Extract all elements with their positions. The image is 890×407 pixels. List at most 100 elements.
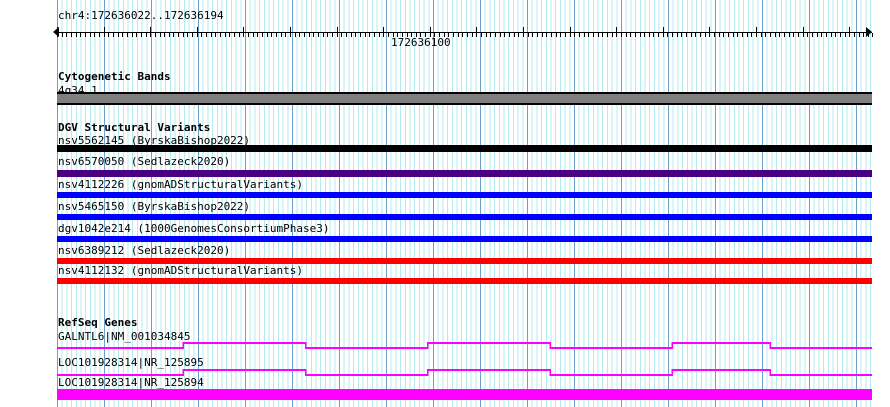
ruler-tick-minor [118, 33, 119, 37]
ruler-tick-minor [346, 33, 347, 37]
feature-label[interactable]: nsv5465150 (ByrskaBishop2022) [58, 200, 251, 213]
coordinate-ruler[interactable]: chr4:172636022..172636194 172636100 [0, 0, 890, 56]
ruler-tick-label: 172636100 [391, 36, 451, 49]
variant-bar[interactable] [57, 145, 872, 152]
ruler-tick-minor [113, 33, 114, 37]
gene-structure-line[interactable] [57, 339, 872, 353]
ruler-tick-minor [192, 33, 193, 37]
ruler-tick-minor [323, 33, 324, 37]
ruler-tick-minor [537, 33, 538, 37]
ruler-tick-minor [360, 33, 361, 37]
ruler-tick-minor [621, 33, 622, 37]
ruler-tick-minor [136, 33, 137, 37]
ruler-tick-minor [579, 33, 580, 37]
ruler-tick-minor [532, 33, 533, 37]
ruler-tick-minor [393, 33, 394, 37]
ruler-tick-minor [765, 33, 766, 37]
ruler-tick-minor [719, 33, 720, 37]
arrow-right-icon[interactable] [866, 27, 872, 37]
feature-label[interactable]: nsv6570050 (Sedlazeck2020) [58, 155, 231, 168]
ruler-tick-minor [369, 33, 370, 37]
ruler-tick-major [523, 27, 524, 33]
ruler-tick-minor [183, 33, 184, 37]
ruler-tick-minor [383, 33, 384, 37]
ruler-tick-minor [80, 33, 81, 37]
ruler-tick-minor [374, 33, 375, 37]
arrow-left-icon[interactable] [53, 27, 59, 37]
variant-bar[interactable] [57, 192, 872, 198]
feature-label[interactable]: LOC101928314|NR_125895 [58, 356, 204, 369]
ruler-tick-major [290, 27, 291, 33]
ruler-tick-minor [220, 33, 221, 37]
ruler-tick-minor [663, 33, 664, 37]
ruler-tick-minor [658, 33, 659, 37]
ruler-tick-major [476, 27, 477, 33]
ruler-tick-minor [444, 33, 445, 37]
ruler-tick-minor [602, 33, 603, 37]
ruler-tick-minor [243, 33, 244, 37]
ruler-tick-minor [761, 33, 762, 37]
ruler-tick-minor [612, 33, 613, 37]
ruler-tick-minor [598, 33, 599, 37]
ruler-tick-minor [365, 33, 366, 37]
ruler-tick-major [803, 27, 804, 33]
ruler-tick-minor [728, 33, 729, 37]
ruler-tick-minor [546, 33, 547, 37]
ruler-tick-minor [770, 33, 771, 37]
ruler-tick-minor [868, 33, 869, 37]
gene-structure-line[interactable] [57, 366, 872, 380]
ruler-tick-minor [472, 33, 473, 37]
track-title: RefSeq Genes [58, 316, 138, 329]
ruler-tick-minor [672, 33, 673, 37]
ruler-tick-minor [327, 33, 328, 37]
ruler-tick-minor [686, 33, 687, 37]
feature-label[interactable]: nsv4112226 (gnomADStructuralVariants) [58, 178, 304, 191]
ruler-tick-major [849, 27, 850, 33]
ruler-tick-minor [803, 33, 804, 37]
ruler-tick-minor [411, 33, 412, 37]
feature-label[interactable]: dgv1042e214 (1000GenomesConsortiumPhase3… [58, 222, 330, 235]
ruler-tick-minor [453, 33, 454, 37]
ruler-tick-minor [588, 33, 589, 37]
ruler-tick-minor [560, 33, 561, 37]
variant-bar[interactable] [57, 170, 872, 177]
ruler-tick-minor [831, 33, 832, 37]
ruler-tick-minor [146, 33, 147, 37]
ruler-tick-minor [756, 33, 757, 37]
feature-label[interactable]: LOC101928314|NR_125894 [58, 376, 204, 389]
cytoband-bar[interactable] [57, 92, 872, 105]
ruler-tick-minor [206, 33, 207, 37]
gene-solid-bar[interactable] [57, 389, 872, 400]
ruler-tick-minor [201, 33, 202, 37]
feature-label[interactable]: nsv5562145 (ByrskaBishop2022) [58, 134, 251, 147]
variant-bar[interactable] [57, 258, 872, 264]
variant-bar[interactable] [57, 278, 872, 284]
ruler-tick-minor [337, 33, 338, 37]
ruler-tick-minor [71, 33, 72, 37]
ruler-tick-minor [556, 33, 557, 37]
ruler-tick-minor [565, 33, 566, 37]
ruler-tick-minor [630, 33, 631, 37]
ruler-tick-minor [309, 33, 310, 37]
ruler-tick-major [709, 27, 710, 33]
feature-label[interactable]: nsv4112132 (gnomADStructuralVariants) [58, 264, 304, 277]
ruler-tick-major [383, 27, 384, 33]
ruler-tick-minor [504, 33, 505, 37]
ruler-tick-major [104, 27, 105, 33]
ruler-tick-major [57, 27, 58, 33]
feature-label[interactable]: GALNTL6|NM_001034845 [58, 330, 191, 343]
ruler-tick-minor [509, 33, 510, 37]
ruler-tick-major [570, 27, 571, 33]
ruler-tick-minor [551, 33, 552, 37]
ruler-tick-minor [681, 33, 682, 37]
variant-bar[interactable] [57, 214, 872, 220]
feature-label[interactable]: nsv6389212 (Sedlazeck2020) [58, 244, 231, 257]
ruler-tick-minor [826, 33, 827, 37]
ruler-tick-minor [709, 33, 710, 37]
ruler-tick-minor [160, 33, 161, 37]
ruler-tick-minor [313, 33, 314, 37]
ruler-tick-minor [295, 33, 296, 37]
variant-bar[interactable] [57, 236, 872, 242]
ruler-tick-minor [733, 33, 734, 37]
ruler-tick-minor [66, 33, 67, 37]
